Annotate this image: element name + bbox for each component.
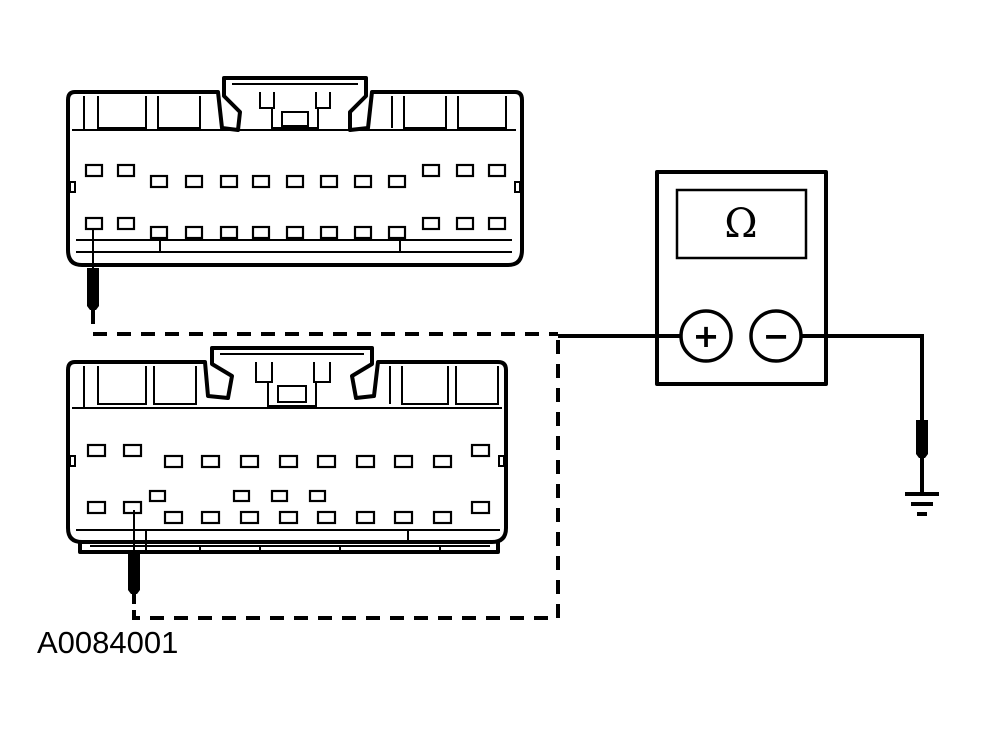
ground-icon bbox=[905, 492, 939, 516]
lower-test-probe-icon bbox=[128, 510, 140, 604]
lower-connector-icon bbox=[66, 346, 508, 554]
negative-lead-wire bbox=[801, 334, 924, 420]
ohm-symbol: Ω bbox=[724, 201, 757, 247]
positive-terminal-sign: + bbox=[693, 317, 720, 355]
upper-test-probe-icon bbox=[87, 228, 99, 324]
ground-probe-icon bbox=[916, 420, 928, 492]
figure-id: A0084001 bbox=[37, 625, 178, 660]
meter-display bbox=[675, 188, 808, 260]
negative-terminal-sign: − bbox=[763, 317, 790, 355]
ohmmeter: Ω + − bbox=[655, 170, 828, 386]
positive-terminal bbox=[679, 309, 733, 363]
jumper-wire bbox=[93, 332, 560, 620]
upper-connector-icon bbox=[66, 76, 524, 267]
